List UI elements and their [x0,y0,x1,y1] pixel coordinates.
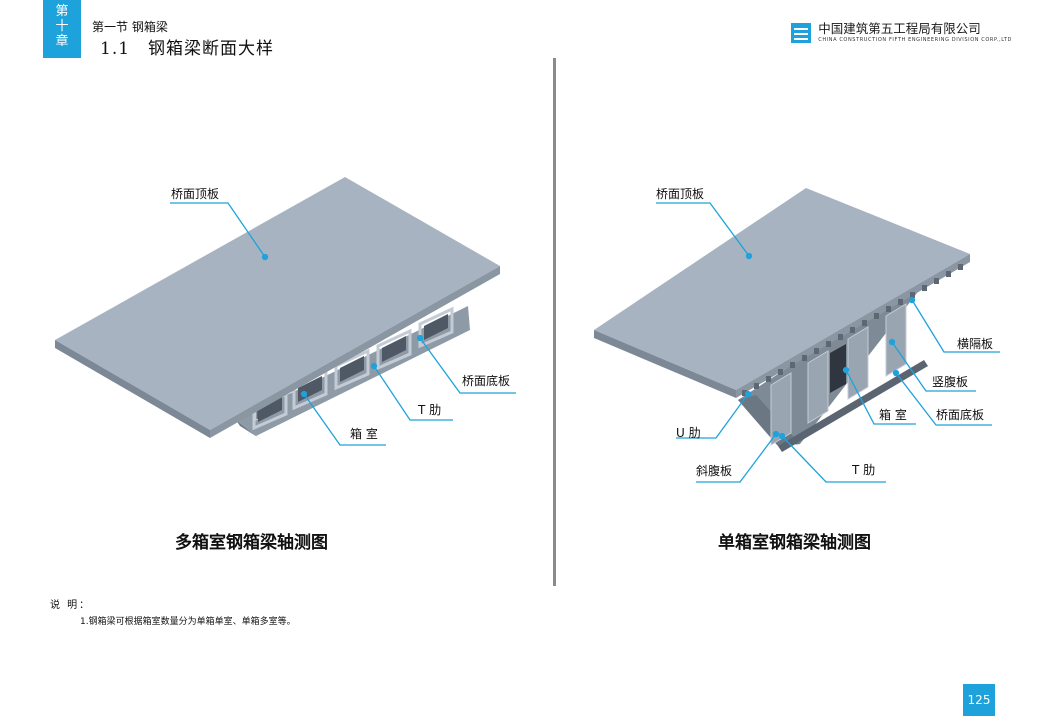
u-ribs [742,264,963,396]
chapter-tab-char: 第 [55,4,69,19]
label-vertical-web: 竖腹板 [932,375,969,389]
company-logo-icon [791,23,812,43]
label-box-chamber-left: 箱 室 [350,427,378,441]
chapter-tab-char: 章 [55,34,69,49]
notes-heading: 说 明： [50,600,92,611]
note-item: 1.钢箱梁可根据箱室数量分为单箱单室、单箱多室等。 [80,617,296,627]
deck-plate-edge-right [210,266,500,438]
label-t-rib-right: T 肋 [852,463,876,477]
center-divider [553,58,556,586]
page-number: 125 [963,684,995,716]
label-inclined-web: 斜腹板 [696,464,733,478]
label-bottom-plate-right: 桥面底板 [936,408,985,422]
label-box-chamber-right: 箱 室 [879,408,907,422]
chapter-tab: 第 十 章 [43,0,81,58]
page-title: 1.1 钢箱梁断面大样 [100,39,275,59]
deck-plate-top [55,177,500,430]
deck-plate-edge [594,330,736,398]
label-t-rib-left: T 肋 [418,403,442,417]
chapter-tab-char: 十 [55,19,69,34]
single-chamber-girder-illustration [594,188,1000,483]
label-diaphragm: 横隔板 [957,337,994,351]
box-chamber-opening [830,344,846,393]
left-figure-title: 多箱室钢箱梁轴测图 [175,533,328,553]
label-top-plate-right: 桥面顶板 [656,187,705,201]
company-name-en: CHINA CONSTRUCTION FIFTH ENGINEERING DIV… [818,37,1012,43]
bottom-plate-stiffeners [778,360,928,452]
deck-plate-top [594,188,970,390]
multi-chamber-girder-illustration [55,177,516,446]
right-figure-title: 单箱室钢箱梁轴测图 [718,533,871,553]
vertical-webs [770,303,907,446]
label-top-plate-left: 桥面顶板 [171,187,220,201]
deck-plate-edge [55,340,210,438]
company-brand: 中国建筑第五工程局有限公司 CHINA CONSTRUCTION FIFTH E… [791,22,1012,44]
leader-lines [656,202,1000,483]
label-bottom-plate-left: 桥面底板 [462,374,511,388]
section-label: 第一节 钢箱梁 [92,20,168,34]
leader-lines [170,202,516,446]
label-u-rib: U 肋 [676,426,701,440]
company-name: 中国建筑第五工程局有限公司 [818,21,981,36]
